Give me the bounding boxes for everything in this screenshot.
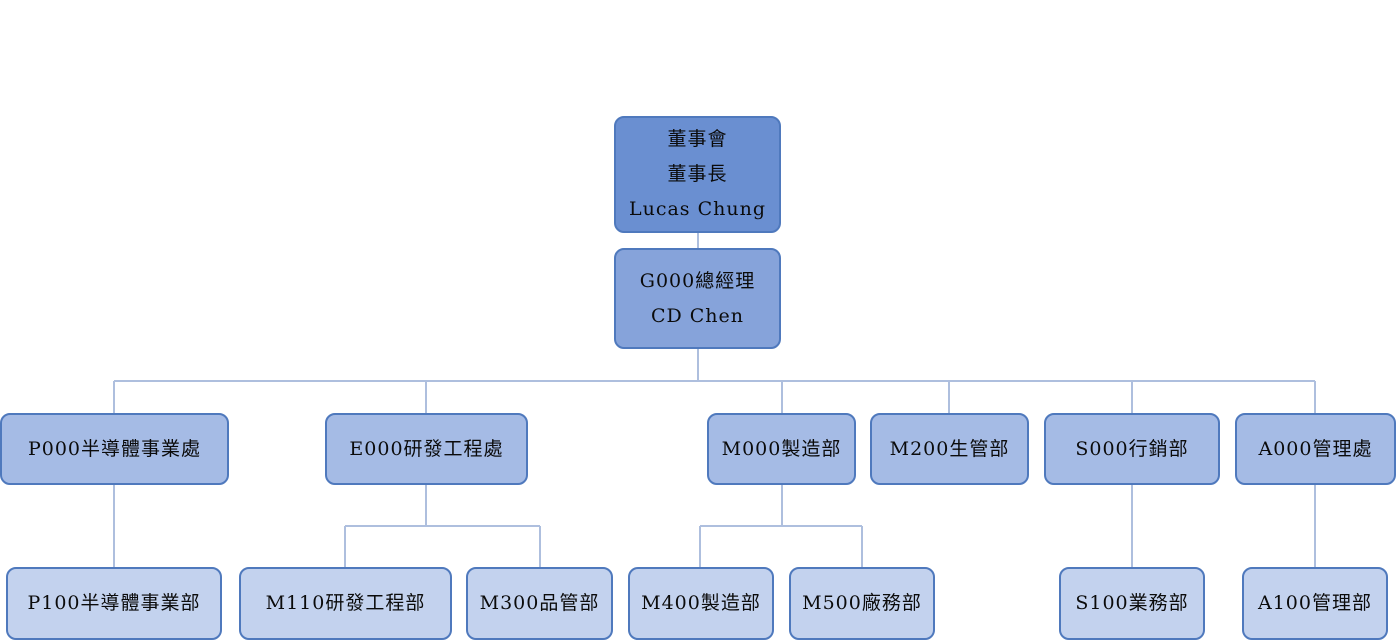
node-gm-name: CD Chen	[650, 304, 745, 327]
node-board-title: 董事會	[667, 128, 728, 150]
node-unit-m110: M110研發工程部	[239, 567, 452, 640]
node-division-label: P000半導體事業處	[27, 437, 202, 460]
node-division-e000: E000研發工程處	[325, 413, 528, 485]
node-unit-label: A100管理部	[1258, 592, 1372, 614]
node-unit-a100: A100管理部	[1242, 567, 1388, 640]
node-general-manager: G000總經理 CD Chen	[614, 248, 781, 349]
node-unit-m400: M400製造部	[628, 567, 774, 640]
connector-gm-to-divisions	[113, 349, 1316, 413]
node-unit-label: M500廠務部	[802, 592, 922, 614]
node-unit-m500: M500廠務部	[789, 567, 935, 640]
node-unit-label: M300品管部	[479, 592, 600, 614]
node-division-label: M000製造部	[721, 437, 842, 460]
node-unit-m300: M300品管部	[466, 567, 613, 640]
node-board-name: Lucas Chung	[628, 198, 767, 220]
node-division-a000: A000管理處	[1235, 413, 1396, 485]
node-division-p000: P000半導體事業處	[0, 413, 229, 485]
node-board-role: 董事長	[667, 163, 728, 185]
node-division-m000: M000製造部	[707, 413, 856, 485]
node-division-label: A000管理處	[1258, 437, 1373, 460]
node-unit-p100: P100半導體事業部	[6, 567, 222, 640]
node-unit-label: P100半導體事業部	[27, 592, 201, 614]
node-division-label: E000研發工程處	[349, 437, 504, 460]
node-unit-label: S100業務部	[1075, 592, 1189, 614]
node-gm-title: G000總經理	[639, 269, 756, 292]
node-division-label: S000行銷部	[1075, 437, 1189, 460]
node-board: 董事會 董事長 Lucas Chung	[614, 116, 781, 233]
node-division-label: M200生管部	[889, 437, 1010, 460]
node-division-m200: M200生管部	[870, 413, 1029, 485]
node-division-s000: S000行銷部	[1044, 413, 1220, 485]
node-unit-s100: S100業務部	[1059, 567, 1205, 640]
node-unit-label: M400製造部	[641, 592, 761, 614]
connector-e000-to-subunits	[344, 485, 541, 567]
connector-m000-to-subunits	[699, 485, 863, 567]
node-unit-label: M110研發工程部	[265, 592, 426, 614]
